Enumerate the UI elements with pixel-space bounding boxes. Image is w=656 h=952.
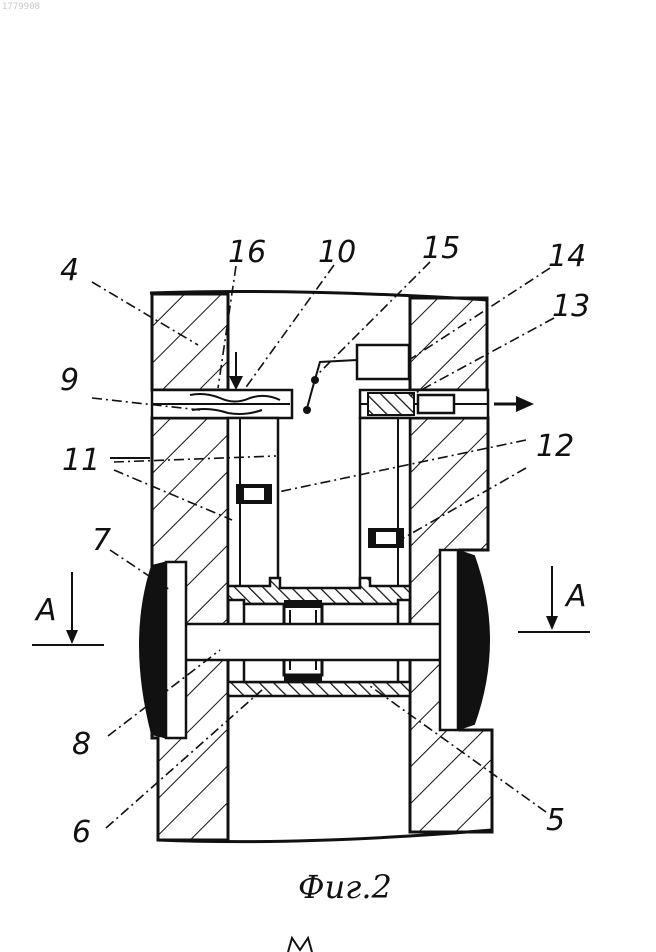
label-A-right: A	[564, 579, 587, 614]
label-A-left: A	[34, 593, 57, 628]
wire-15	[306, 360, 357, 412]
label-9: 9	[60, 363, 79, 398]
label-11: 11	[62, 443, 100, 478]
cylinder-11-left	[228, 418, 278, 588]
label-15: 15	[422, 231, 460, 266]
wheel-right	[440, 550, 489, 730]
label-16: 16	[228, 235, 266, 270]
label-8: 8	[72, 727, 91, 762]
label-7: 7	[92, 523, 111, 558]
label-13: 13	[552, 289, 590, 324]
label-12: 12	[536, 429, 574, 464]
label-14: 14	[548, 239, 586, 274]
sensor-14	[357, 345, 409, 379]
label-6: 6	[72, 815, 91, 850]
label-4: 4	[60, 253, 79, 288]
cropped-mark	[288, 938, 312, 952]
channel-plate-9	[152, 390, 488, 418]
label-10: 10	[318, 235, 356, 270]
figure-caption: Фиг.2	[298, 868, 392, 906]
label-5: 5	[546, 803, 565, 838]
document-stamp: 1779908	[2, 2, 40, 12]
wheel-7-left	[140, 562, 186, 738]
shaft-8	[168, 624, 458, 660]
cylinder-12-right	[360, 418, 410, 588]
